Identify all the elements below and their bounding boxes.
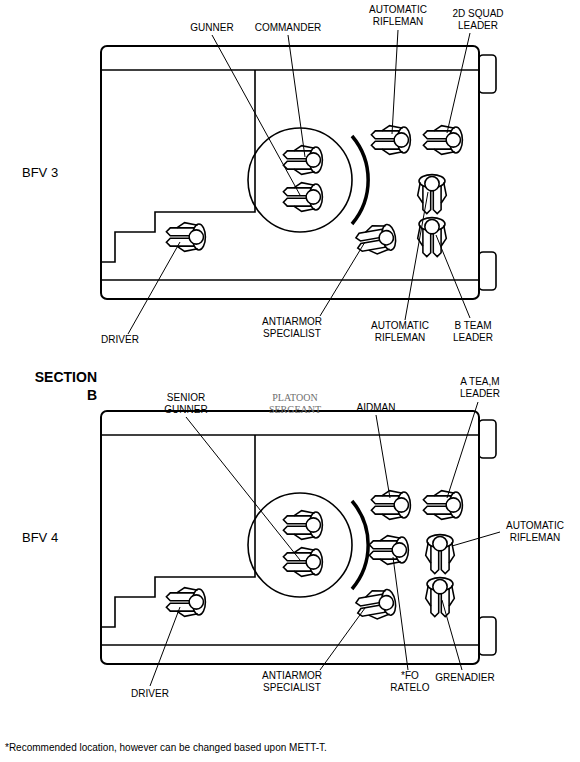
crew-label: DRIVER — [95, 334, 145, 346]
crew-label: SENIOR GUNNER — [159, 392, 214, 416]
leader-line — [128, 242, 180, 334]
leader-line — [150, 607, 180, 686]
hull-detail — [102, 55, 496, 290]
leader-line — [320, 608, 365, 670]
crew-label: DRIVER — [125, 688, 175, 700]
soldier-figure — [283, 146, 322, 175]
leader-line — [452, 532, 500, 546]
soldier-figure — [166, 588, 205, 617]
hull-detail — [102, 420, 496, 655]
leader-line — [288, 35, 305, 157]
crew-label: ANTIARMOR SPECIALIST — [255, 316, 330, 340]
crew-label: COMMANDER — [248, 22, 328, 34]
soldier-figure — [283, 548, 322, 577]
soldiers-bfv3 — [166, 126, 462, 257]
crew-label: GRENADIER — [435, 672, 495, 684]
soldier-figure — [423, 126, 462, 155]
leader-line — [212, 35, 300, 195]
section-heading: SECTION B — [25, 368, 97, 404]
crew-label: PLATOON SERGEANT — [260, 392, 330, 416]
leader-line — [447, 33, 470, 133]
soldier-figure — [423, 491, 462, 520]
leader-line — [320, 242, 365, 316]
soldier-figure — [369, 536, 408, 565]
crew-label: A TEA,M LEADER — [450, 376, 510, 400]
soldier-figure — [371, 126, 410, 155]
crew-label: 2D SQUAD LEADER — [448, 8, 508, 32]
soldier-figure — [354, 222, 397, 257]
vehicle-label: BFV 4 — [22, 530, 58, 545]
crew-label: AUTOMATIC RIFLEMAN — [500, 520, 570, 544]
leader-line — [436, 235, 470, 318]
footnote: *Recommended location, however can be ch… — [5, 742, 565, 754]
soldiers-bfv4 — [166, 491, 462, 622]
vehicle-hull: BFV 3 — [100, 45, 480, 300]
crew-label: AUTOMATIC RIFLEMAN — [365, 320, 435, 344]
crew-label: AUTOMATIC RIFLEMAN — [363, 4, 433, 28]
soldier-figure — [418, 175, 447, 214]
soldier-figure — [426, 578, 455, 617]
leader-line — [186, 417, 300, 560]
soldier-figure — [283, 183, 322, 212]
leader-line — [405, 192, 428, 320]
leader-lines — [128, 30, 500, 686]
vehicle-hull: BFV 4 — [100, 410, 480, 665]
soldier-figure — [166, 223, 205, 252]
crew-label: *FO RATELO — [389, 670, 431, 694]
soldier-figure — [354, 587, 397, 622]
soldier-figure — [426, 535, 455, 574]
soldier-figure — [283, 511, 322, 540]
vehicle-label: BFV 3 — [22, 165, 58, 180]
leader-line — [393, 557, 408, 670]
soldier-figure — [371, 491, 410, 520]
crew-label: B TEAM LEADER — [446, 320, 501, 344]
crew-label: ANTIARMOR SPECIALIST — [255, 670, 330, 694]
crew-label: GUNNER — [182, 22, 242, 34]
crew-label: AIDMAN — [351, 402, 401, 414]
leader-line — [447, 402, 478, 498]
leader-line — [376, 415, 390, 498]
leader-line — [442, 600, 462, 670]
